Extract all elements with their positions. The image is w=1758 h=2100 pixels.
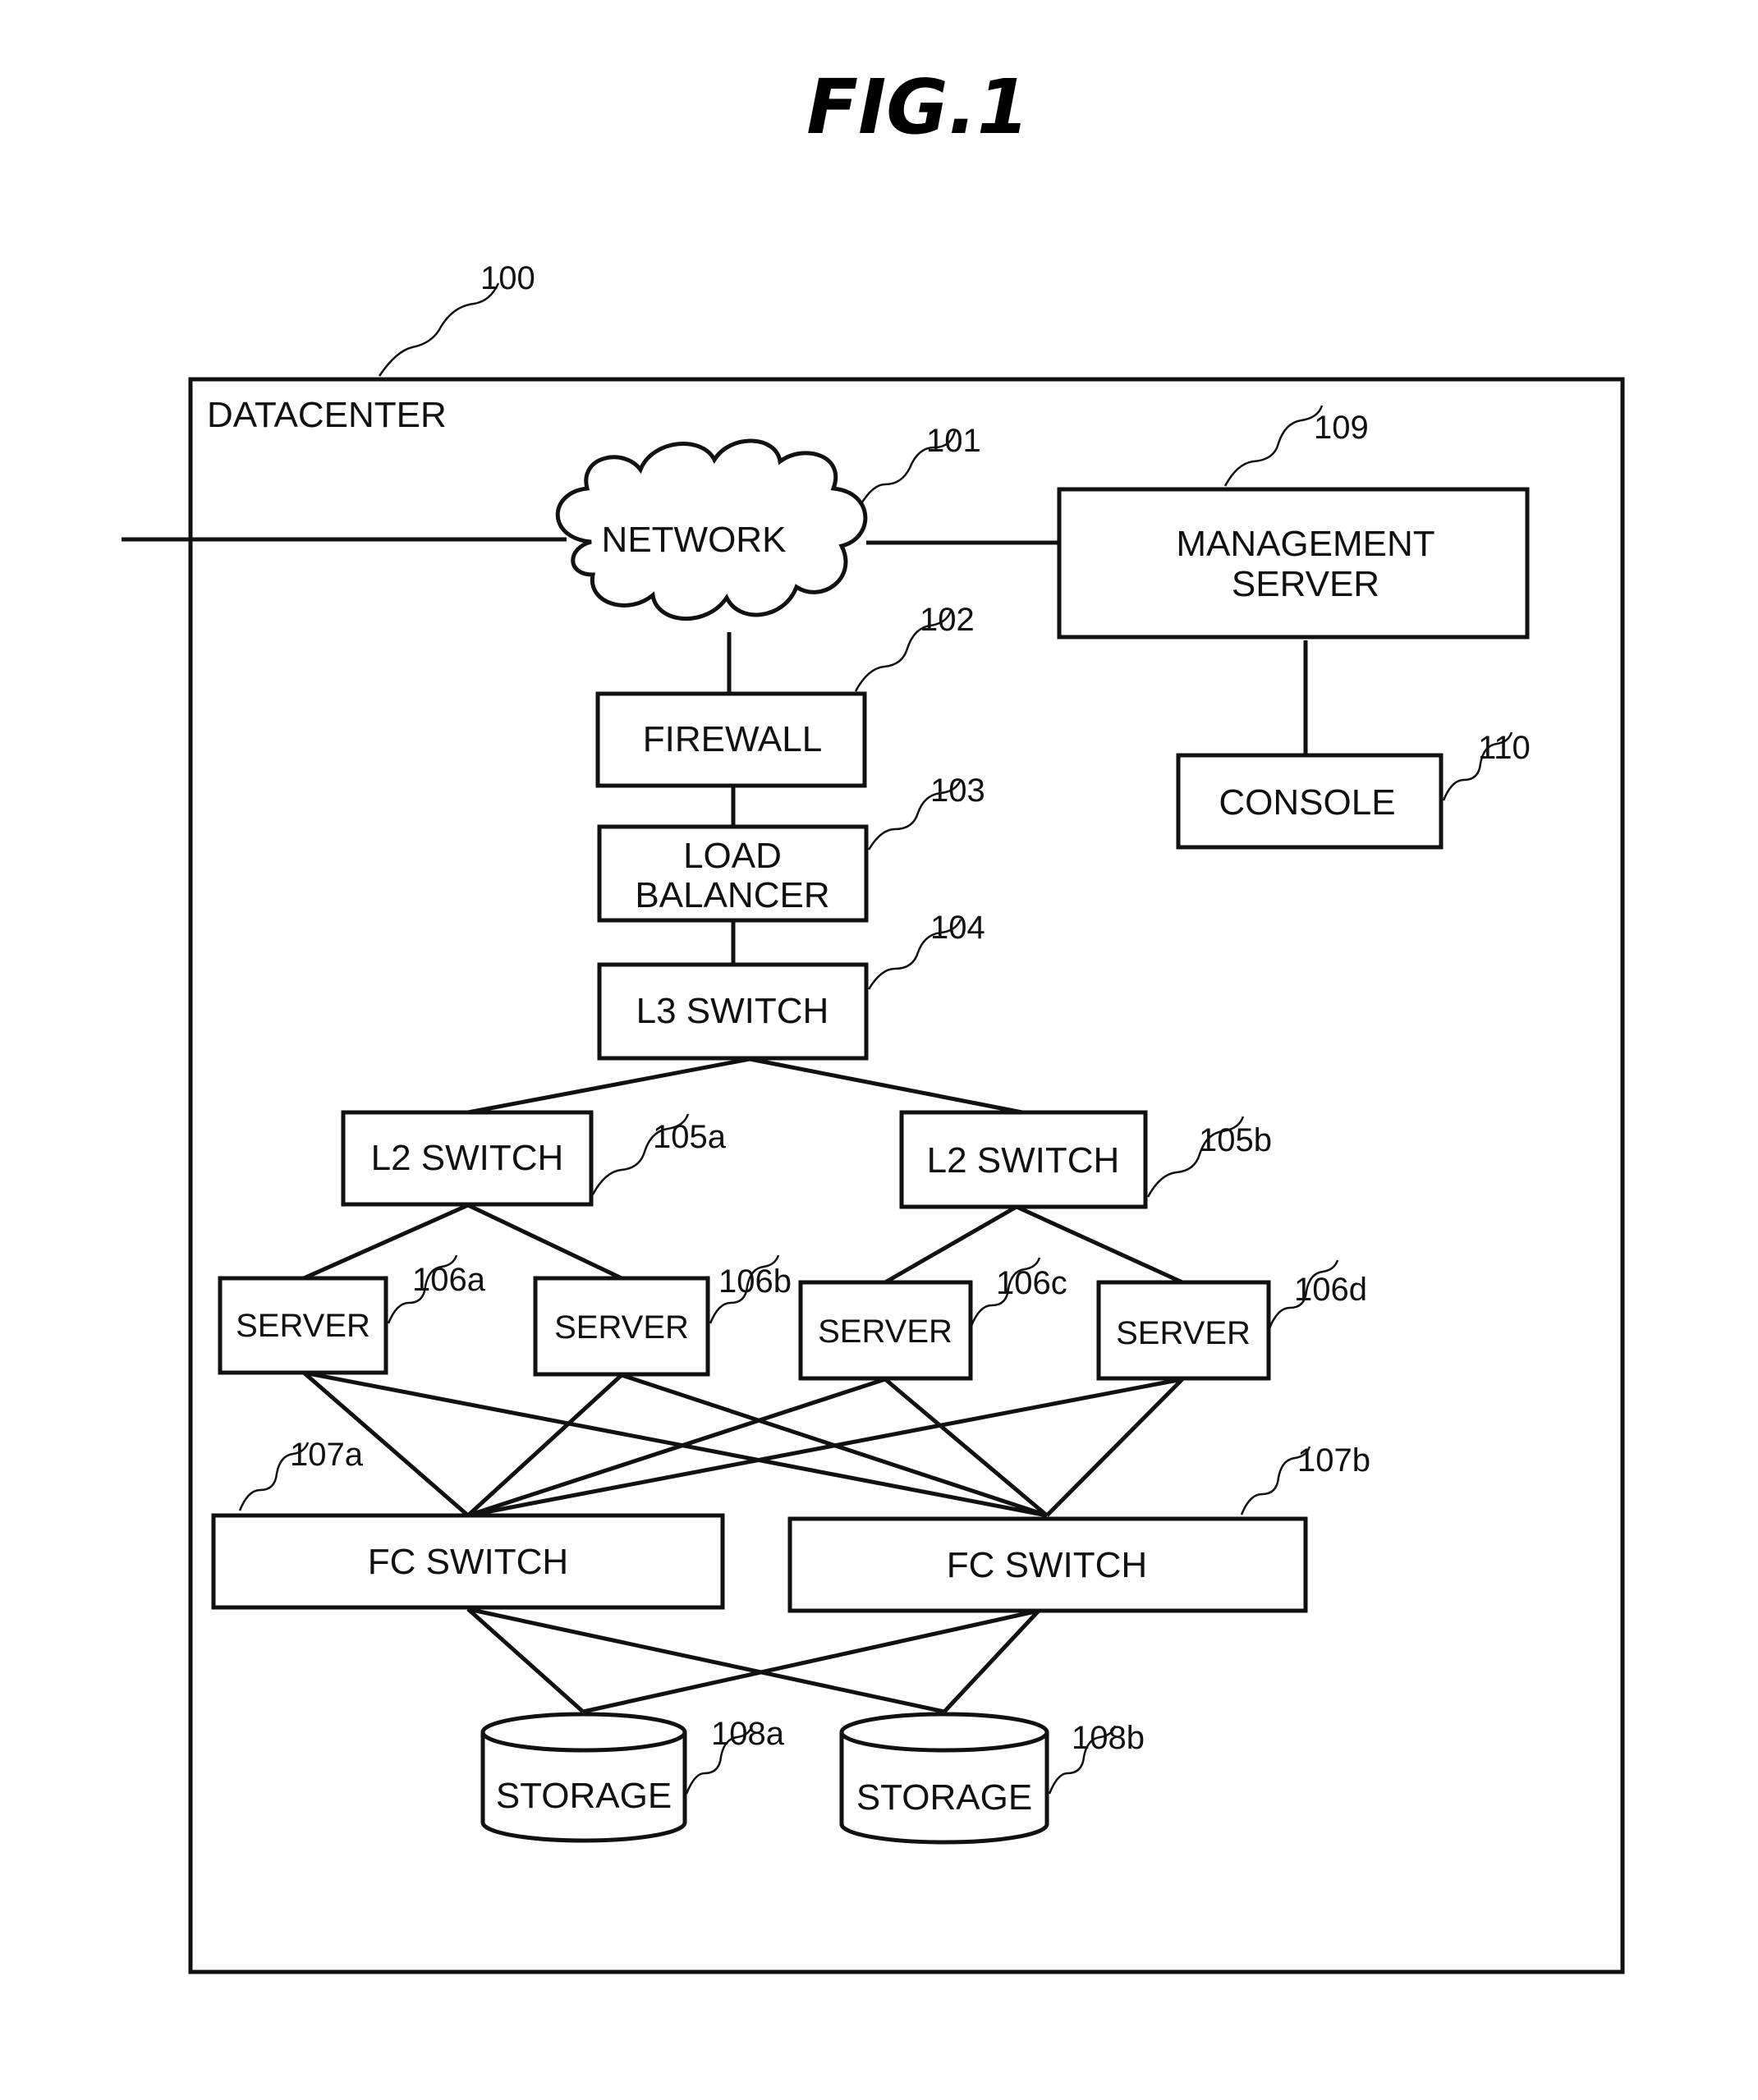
management-server-ref-leader xyxy=(1225,406,1322,486)
firewall-node: FIREWALL 102 xyxy=(598,602,975,786)
fc-switch-a-label: FC SWITCH xyxy=(368,1542,568,1582)
l2-switch-a-node: L2 SWITCH 105a xyxy=(343,1112,727,1204)
network-label: NETWORK xyxy=(602,520,787,560)
network-node: NETWORK 101 xyxy=(558,423,981,619)
link-fc-b-storage-b xyxy=(944,1611,1039,1712)
datacenter-ref-leader xyxy=(379,283,498,376)
datacenter-label: DATACENTER xyxy=(207,395,447,435)
l3-switch-ref: 104 xyxy=(930,910,985,946)
l3-switch-node: L3 SWITCH 104 xyxy=(599,910,985,1058)
console-node: CONSOLE 110 xyxy=(1178,730,1531,847)
load-balancer-label-line2: BALANCER xyxy=(635,875,829,915)
link-server-b-fc-a xyxy=(468,1375,622,1515)
server-d-node: SERVER 106d xyxy=(1099,1260,1367,1378)
server-b-node: SERVER 106b xyxy=(535,1255,792,1374)
storage-b-label: STORAGE xyxy=(856,1777,1032,1818)
server-a-ref: 106a xyxy=(412,1262,486,1298)
network-ref: 101 xyxy=(926,423,981,459)
link-fc-a-storage-a xyxy=(468,1609,583,1712)
console-ref: 110 xyxy=(1478,730,1531,766)
l2-switch-b-ref: 105b xyxy=(1199,1122,1272,1158)
management-server-node: MANAGEMENT SERVER 109 xyxy=(1059,406,1527,637)
storage-a-node: STORAGE 108a xyxy=(483,1714,785,1841)
load-balancer-label-line1: LOAD xyxy=(683,836,782,876)
storage-a-cylinder-top xyxy=(483,1714,685,1750)
load-balancer-node: LOAD BALANCER 103 xyxy=(599,773,985,920)
datacenter-ref: 100 xyxy=(480,260,535,296)
server-b-ref: 106b xyxy=(718,1263,792,1300)
server-a-label: SERVER xyxy=(236,1308,370,1344)
server-a-node: SERVER 106a xyxy=(220,1255,486,1373)
firewall-ref: 102 xyxy=(920,602,975,638)
storage-b-ref: 108b xyxy=(1072,1720,1145,1756)
server-b-label: SERVER xyxy=(554,1309,689,1346)
fc-switch-b-label: FC SWITCH xyxy=(947,1545,1147,1585)
server-d-ref: 106d xyxy=(1294,1272,1367,1308)
storage-b-node: STORAGE 108b xyxy=(842,1714,1145,1842)
server-c-node: SERVER 106c xyxy=(801,1258,1067,1378)
fc-switch-a-ref: 107a xyxy=(290,1437,364,1473)
firewall-label: FIREWALL xyxy=(643,719,822,759)
l2-switch-b-label: L2 SWITCH xyxy=(927,1140,1120,1181)
link-l2a-server-b xyxy=(468,1205,622,1278)
storage-a-ref: 108a xyxy=(711,1716,785,1752)
l2-switch-a-ref: 105a xyxy=(653,1119,727,1155)
link-l3-l2b xyxy=(750,1059,1022,1112)
management-server-label-line2: SERVER xyxy=(1232,564,1379,604)
fc-switch-a-node: FC SWITCH 107a xyxy=(213,1437,723,1607)
server-d-label: SERVER xyxy=(1116,1315,1251,1351)
storage-b-cylinder-top xyxy=(842,1714,1047,1750)
l2-switch-a-label: L2 SWITCH xyxy=(371,1138,564,1178)
l2-switch-b-node: L2 SWITCH 105b xyxy=(902,1112,1272,1207)
link-fc-a-storage-b xyxy=(468,1609,944,1712)
fc-switch-b-node: FC SWITCH 107b xyxy=(790,1442,1370,1611)
console-label: CONSOLE xyxy=(1219,782,1395,823)
load-balancer-ref: 103 xyxy=(930,773,985,809)
figure-title: FIG.1 xyxy=(806,63,1030,151)
link-fc-b-storage-a xyxy=(583,1611,1039,1712)
l3-switch-label: L3 SWITCH xyxy=(636,991,829,1031)
management-server-label-line1: MANAGEMENT xyxy=(1176,524,1434,564)
link-server-c-fc-b xyxy=(885,1379,1047,1515)
link-l3-l2a xyxy=(468,1059,750,1112)
storage-a-label: STORAGE xyxy=(496,1776,672,1816)
fc-switch-b-ref: 107b xyxy=(1297,1442,1370,1479)
server-c-ref: 106c xyxy=(996,1265,1067,1301)
management-server-ref: 109 xyxy=(1314,410,1369,446)
server-c-label: SERVER xyxy=(818,1314,952,1350)
